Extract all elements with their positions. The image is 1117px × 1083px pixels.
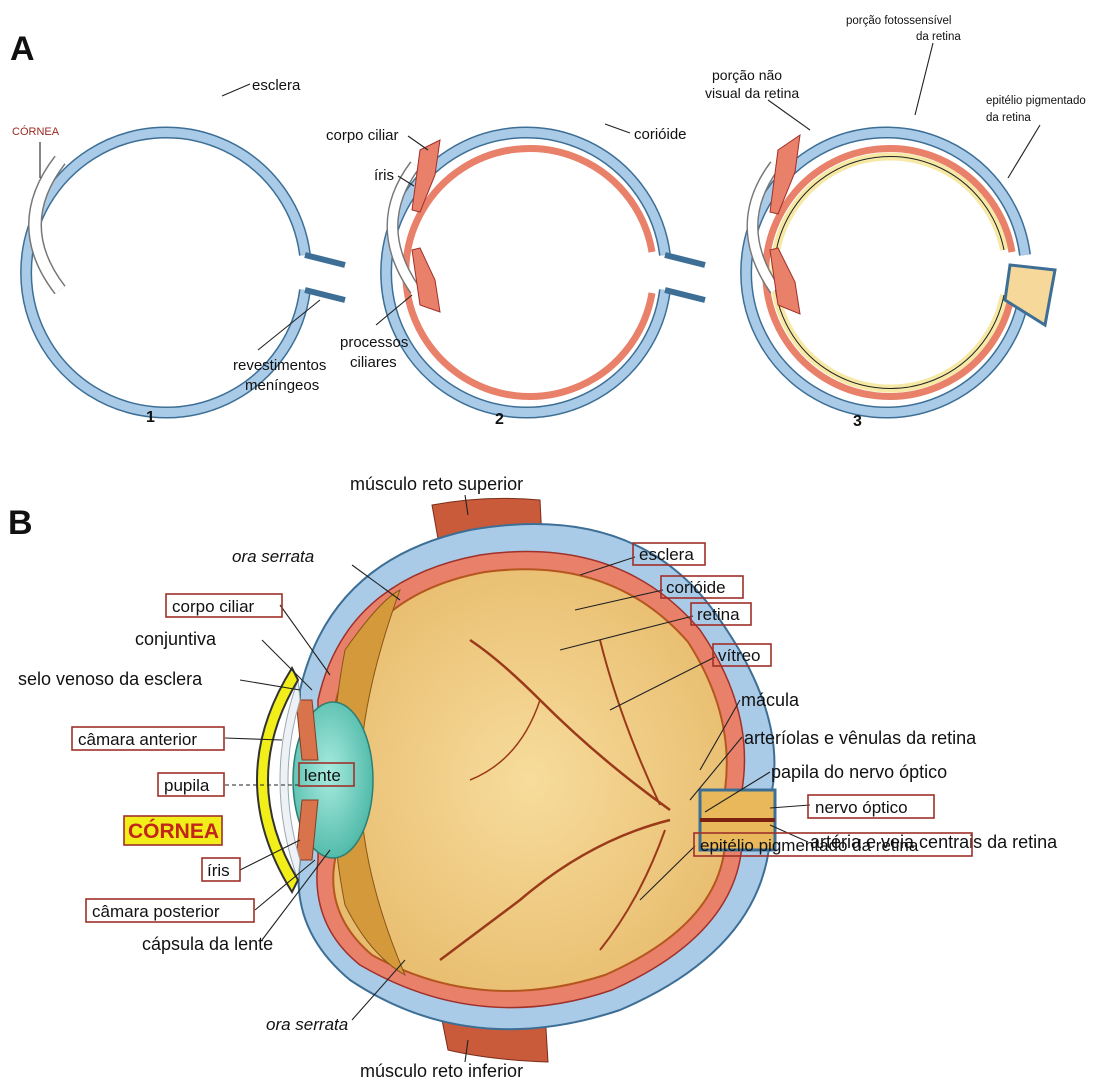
eye3-naovisual-leader [768, 100, 810, 130]
label-ora-serrata-bottom: ora serrata [266, 1015, 348, 1034]
eye3-retina [774, 157, 1004, 389]
label-musculo-reto-inferior: músculo reto inferior [360, 1061, 523, 1081]
label-nervo-optico: nervo óptico [815, 798, 908, 817]
eye1-nerve-sheath [305, 255, 345, 300]
label-macula: mácula [741, 690, 800, 710]
eye1-esclera-label: esclera [252, 77, 301, 94]
eye2-coroide-label: corióide [634, 126, 687, 143]
eye3-fotossensivel-leader [915, 43, 933, 115]
eye3-epitelio-label: epitélio pigmentado [986, 95, 1086, 107]
eye2-coroide-leader [605, 124, 630, 133]
eye1-number: 1 [146, 409, 155, 426]
eye3-fotossensivel-label: porção fotossensível [846, 15, 951, 27]
label-vitreo: vítreo [718, 646, 761, 665]
eye3-epitelio-leader [1008, 125, 1040, 178]
label-ora-serrata-top: ora serrata [232, 547, 314, 566]
label-esclera: esclera [639, 545, 694, 564]
eye3-visual-retina-label: visual da retina [705, 85, 799, 101]
label-epitelio: epitélio pigmentado da retina [700, 836, 919, 855]
label-camara-posterior: câmara posterior [92, 902, 220, 921]
eye1-meningeos-label: meníngeos [245, 377, 319, 394]
eye3-number: 3 [853, 413, 862, 430]
eye2-processos-label: processos [340, 334, 408, 351]
vitreous-body [333, 569, 727, 991]
eye3-da-retina-label-1: da retina [916, 31, 961, 43]
label-capsula-lente: cápsula da lente [142, 934, 273, 954]
eye2-iris-label: íris [374, 167, 394, 184]
label-musculo-reto-superior: músculo reto superior [350, 474, 523, 494]
eye2-ciliares-label: ciliares [350, 354, 397, 371]
eye2-ciliary-lower [412, 248, 440, 312]
label-papila: papila do nervo óptico [771, 762, 947, 782]
eye1-esclera-leader [222, 84, 250, 96]
label-arteriolas: arteríolas e vênulas da retina [744, 728, 977, 748]
panel-b-letter: B [8, 504, 33, 542]
eye1-revestimentos-label: revestimentos [233, 357, 326, 374]
eye-diagram-2 [376, 124, 705, 413]
eye2-corpo-ciliar-label: corpo ciliar [326, 127, 399, 144]
eye3-optic-nerve [1005, 265, 1055, 325]
label-coroide: corióide [666, 578, 726, 597]
eye2-corpo-leader [408, 136, 428, 150]
eye2-nerve-sheath [665, 255, 705, 300]
label-conjuntiva: conjuntiva [135, 629, 217, 649]
panel-a-letter: A [10, 30, 35, 68]
label-iris: íris [207, 861, 230, 880]
label-camara-anterior: câmara anterior [78, 730, 197, 749]
eye3-da-retina-label-2: da retina [986, 112, 1031, 124]
eye2-choroid [406, 148, 652, 396]
eye3-nao-visual-label: porção não [712, 67, 782, 83]
label-pupila: pupila [164, 776, 210, 795]
eye3-choroid [766, 148, 1012, 396]
eye1-cornea-label: CÓRNEA [12, 125, 60, 138]
eye2-number: 2 [495, 411, 504, 428]
label-lente: lente [304, 766, 341, 785]
label-cornea: CÓRNEA [128, 819, 219, 843]
label-corpo-ciliar: corpo ciliar [172, 597, 255, 616]
label-retina: retina [697, 605, 740, 624]
label-selo-venoso: selo venoso da esclera [18, 669, 203, 689]
